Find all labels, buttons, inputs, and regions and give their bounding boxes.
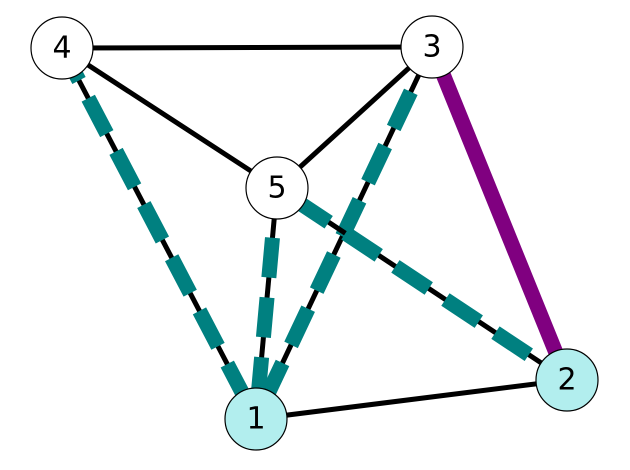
node-4: 4 — [30, 16, 94, 80]
node-3: 3 — [400, 15, 464, 79]
node-label-1: 1 — [246, 402, 265, 437]
edges-layer — [55, 43, 574, 423]
node-circle-2 — [535, 348, 599, 412]
node-label-2: 2 — [557, 363, 576, 398]
edge-1-5-dash — [248, 187, 285, 420]
edge-5-3-line — [275, 45, 434, 190]
node-label-5: 5 — [267, 171, 286, 206]
edge-1-4-dash — [55, 44, 263, 423]
edge-4-3 — [61, 44, 433, 51]
node-5: 5 — [245, 156, 309, 220]
node-label-4: 4 — [52, 31, 71, 66]
node-circle-3 — [400, 15, 464, 79]
edge-3-2-line — [425, 44, 574, 383]
node-circle-1 — [224, 387, 288, 451]
edge-1-2 — [255, 377, 568, 422]
edge-5-2 — [272, 181, 572, 387]
node-2: 2 — [535, 348, 599, 412]
node-circle-4 — [30, 16, 94, 80]
edge-5-2-dash — [272, 181, 572, 387]
node-circle-5 — [245, 156, 309, 220]
node-1: 1 — [224, 387, 288, 451]
edge-1-2-line — [255, 377, 568, 422]
edge-5-3 — [275, 45, 434, 190]
edge-3-2 — [425, 44, 574, 383]
edge-4-5-line — [60, 45, 279, 191]
nodes-layer: 1 2 3 4 5 — [30, 15, 599, 451]
edge-1-4 — [55, 44, 263, 423]
edge-1-5 — [248, 187, 285, 420]
node-label-3: 3 — [422, 30, 441, 65]
edge-4-3-line — [61, 44, 433, 51]
edge-4-5 — [60, 45, 279, 191]
